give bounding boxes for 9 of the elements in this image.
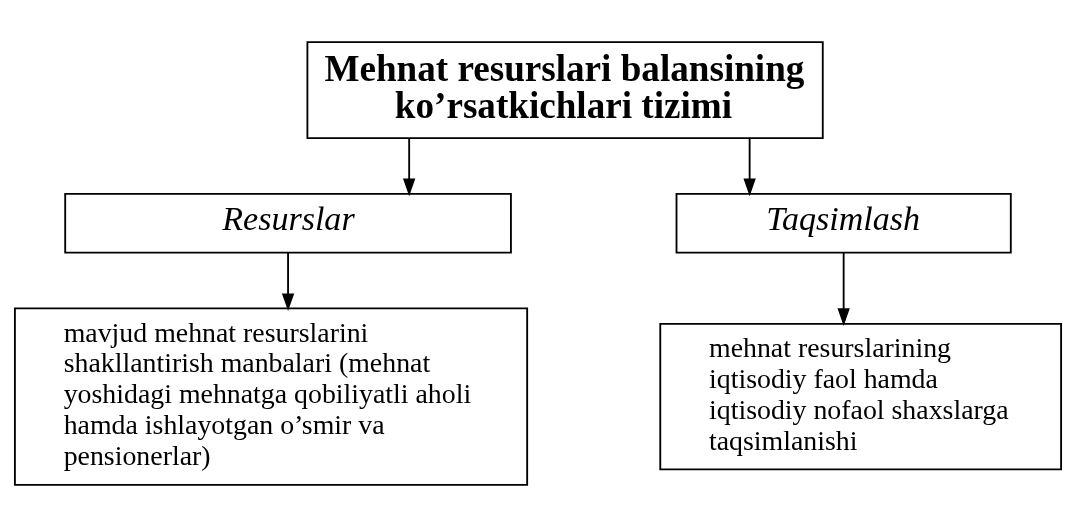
arrow (837, 251, 850, 326)
arrow (743, 136, 756, 196)
node-box: mavjud mehnat resurslarini shakllantirish manbalari (mehnat yoshidagi mehnatga qobiliyatli aholi hamda ishlayotgan o’smir va pensionerlar) (13, 306, 529, 486)
node-box: mehnat resurslarining iqtisodiy faol hamda iqtisodiy nofaol shaxslarga taqsimlanishi (659, 322, 1063, 470)
node-box: Mehnat resurslari balansining ko’rsatkichlari tizimi (306, 40, 824, 139)
node-box: Taqsimlash (675, 192, 1012, 254)
arrow (281, 251, 295, 311)
arrow (402, 136, 416, 196)
node-box: Resurslar (64, 192, 512, 254)
